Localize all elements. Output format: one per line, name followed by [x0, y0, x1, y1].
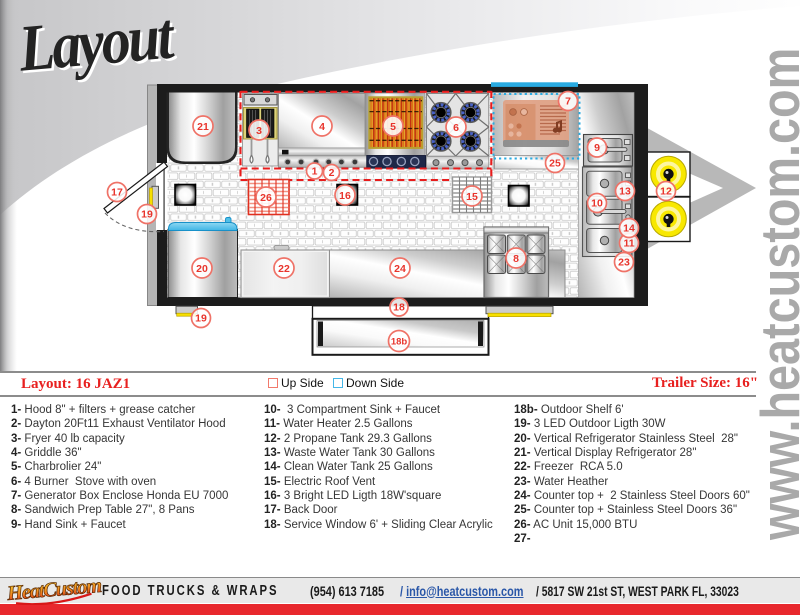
svg-text:18b: 18b [391, 337, 408, 348]
svg-text:16: 16 [339, 190, 351, 202]
svg-text:18: 18 [393, 302, 405, 314]
svg-text:10: 10 [591, 198, 603, 210]
svg-text:20: 20 [196, 263, 208, 275]
svg-text:17: 17 [111, 187, 123, 199]
svg-text:24: 24 [394, 263, 406, 275]
svg-text:4: 4 [319, 121, 325, 133]
svg-text:6: 6 [453, 122, 459, 134]
svg-text:2: 2 [329, 167, 335, 179]
svg-text:1: 1 [312, 166, 318, 178]
svg-text:3: 3 [256, 125, 262, 137]
svg-text:25: 25 [549, 158, 561, 170]
svg-text:HeatCustom: HeatCustom [5, 575, 102, 605]
svg-text:15: 15 [466, 191, 478, 203]
svg-text:7: 7 [565, 96, 571, 108]
svg-text:9: 9 [594, 142, 600, 154]
svg-text:19: 19 [195, 313, 207, 325]
svg-text:23: 23 [618, 257, 630, 269]
svg-text:13: 13 [619, 186, 631, 198]
svg-text:www.heatcustom.com: www.heatcustom.com [749, 48, 800, 541]
svg-text:26: 26 [260, 192, 272, 204]
svg-text:14: 14 [623, 223, 635, 235]
svg-text:5: 5 [390, 121, 396, 133]
svg-text:11: 11 [623, 238, 634, 250]
svg-text:22: 22 [278, 263, 290, 275]
svg-text:21: 21 [197, 121, 209, 133]
svg-text:12: 12 [660, 186, 672, 198]
svg-text:19: 19 [141, 209, 153, 221]
svg-text:8: 8 [513, 253, 519, 265]
